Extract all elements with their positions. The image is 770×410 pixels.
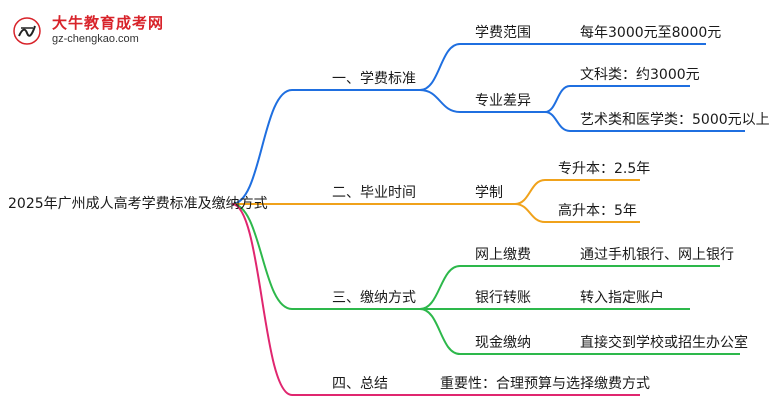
connector-b1-c2-leaf2: [544, 111, 745, 132]
b3-c1-leaf-1: 通过手机银行、网上银行: [580, 247, 734, 263]
branch-2-label: 二、毕业时间: [332, 185, 416, 201]
connector-b2-leaf1: [420, 179, 640, 205]
connector-root-branch-1: [231, 89, 293, 205]
connector-b1-c2-leaf1: [544, 85, 690, 113]
mindmap-root: 2025年广州成人高考学费标准及缴纳方式: [8, 196, 268, 212]
connector-root-branch-4: [231, 203, 293, 396]
brand-url: gz-chengkao.com: [52, 33, 139, 45]
b2-c1-leaf-1: 专升本：2.5年: [558, 161, 651, 177]
branch-4-label: 四、总结: [332, 376, 388, 392]
b4-child-1-label: 重要性：合理预算与选择缴费方式: [440, 376, 650, 392]
connector-b1-c1: [419, 43, 560, 91]
connector-b3-c1: [419, 265, 560, 310]
mindmap-connectors: [231, 43, 745, 396]
b1-c2-leaf-2: 艺术类和医学类：5000元以上: [580, 112, 770, 128]
branch-3-label: 三、缴纳方式: [332, 290, 416, 306]
connector-b1-c2: [419, 89, 545, 113]
b3-child-1-label: 网上缴费: [475, 247, 531, 263]
b1-c1-leaf-1: 每年3000元至8000元: [580, 25, 722, 41]
b3-child-2-label: 银行转账: [475, 290, 531, 306]
b2-c1-leaf-2: 高升本：5年: [558, 203, 637, 219]
connector-root-branch-3: [231, 203, 293, 310]
b1-child-1-label: 学费范围: [475, 25, 531, 41]
brand-title: 大牛教育成考网: [52, 14, 165, 32]
b2-child-1-label: 学制: [475, 185, 503, 201]
b3-c2-leaf-1: 转入指定账户: [580, 290, 664, 306]
b3-child-3-label: 现金缴纳: [475, 335, 531, 351]
connector-b3-c3: [419, 308, 560, 355]
b1-c2-leaf-1: 文科类：约3000元: [580, 67, 700, 83]
connector-b2-leaf2: [514, 203, 640, 223]
b1-child-2-label: 专业差异: [475, 93, 531, 109]
branch-1-label: 一、学费标准: [332, 71, 416, 87]
b3-c3-leaf-1: 直接交到学校或招生办公室: [580, 335, 748, 351]
brand-logo-icon: [13, 17, 41, 45]
